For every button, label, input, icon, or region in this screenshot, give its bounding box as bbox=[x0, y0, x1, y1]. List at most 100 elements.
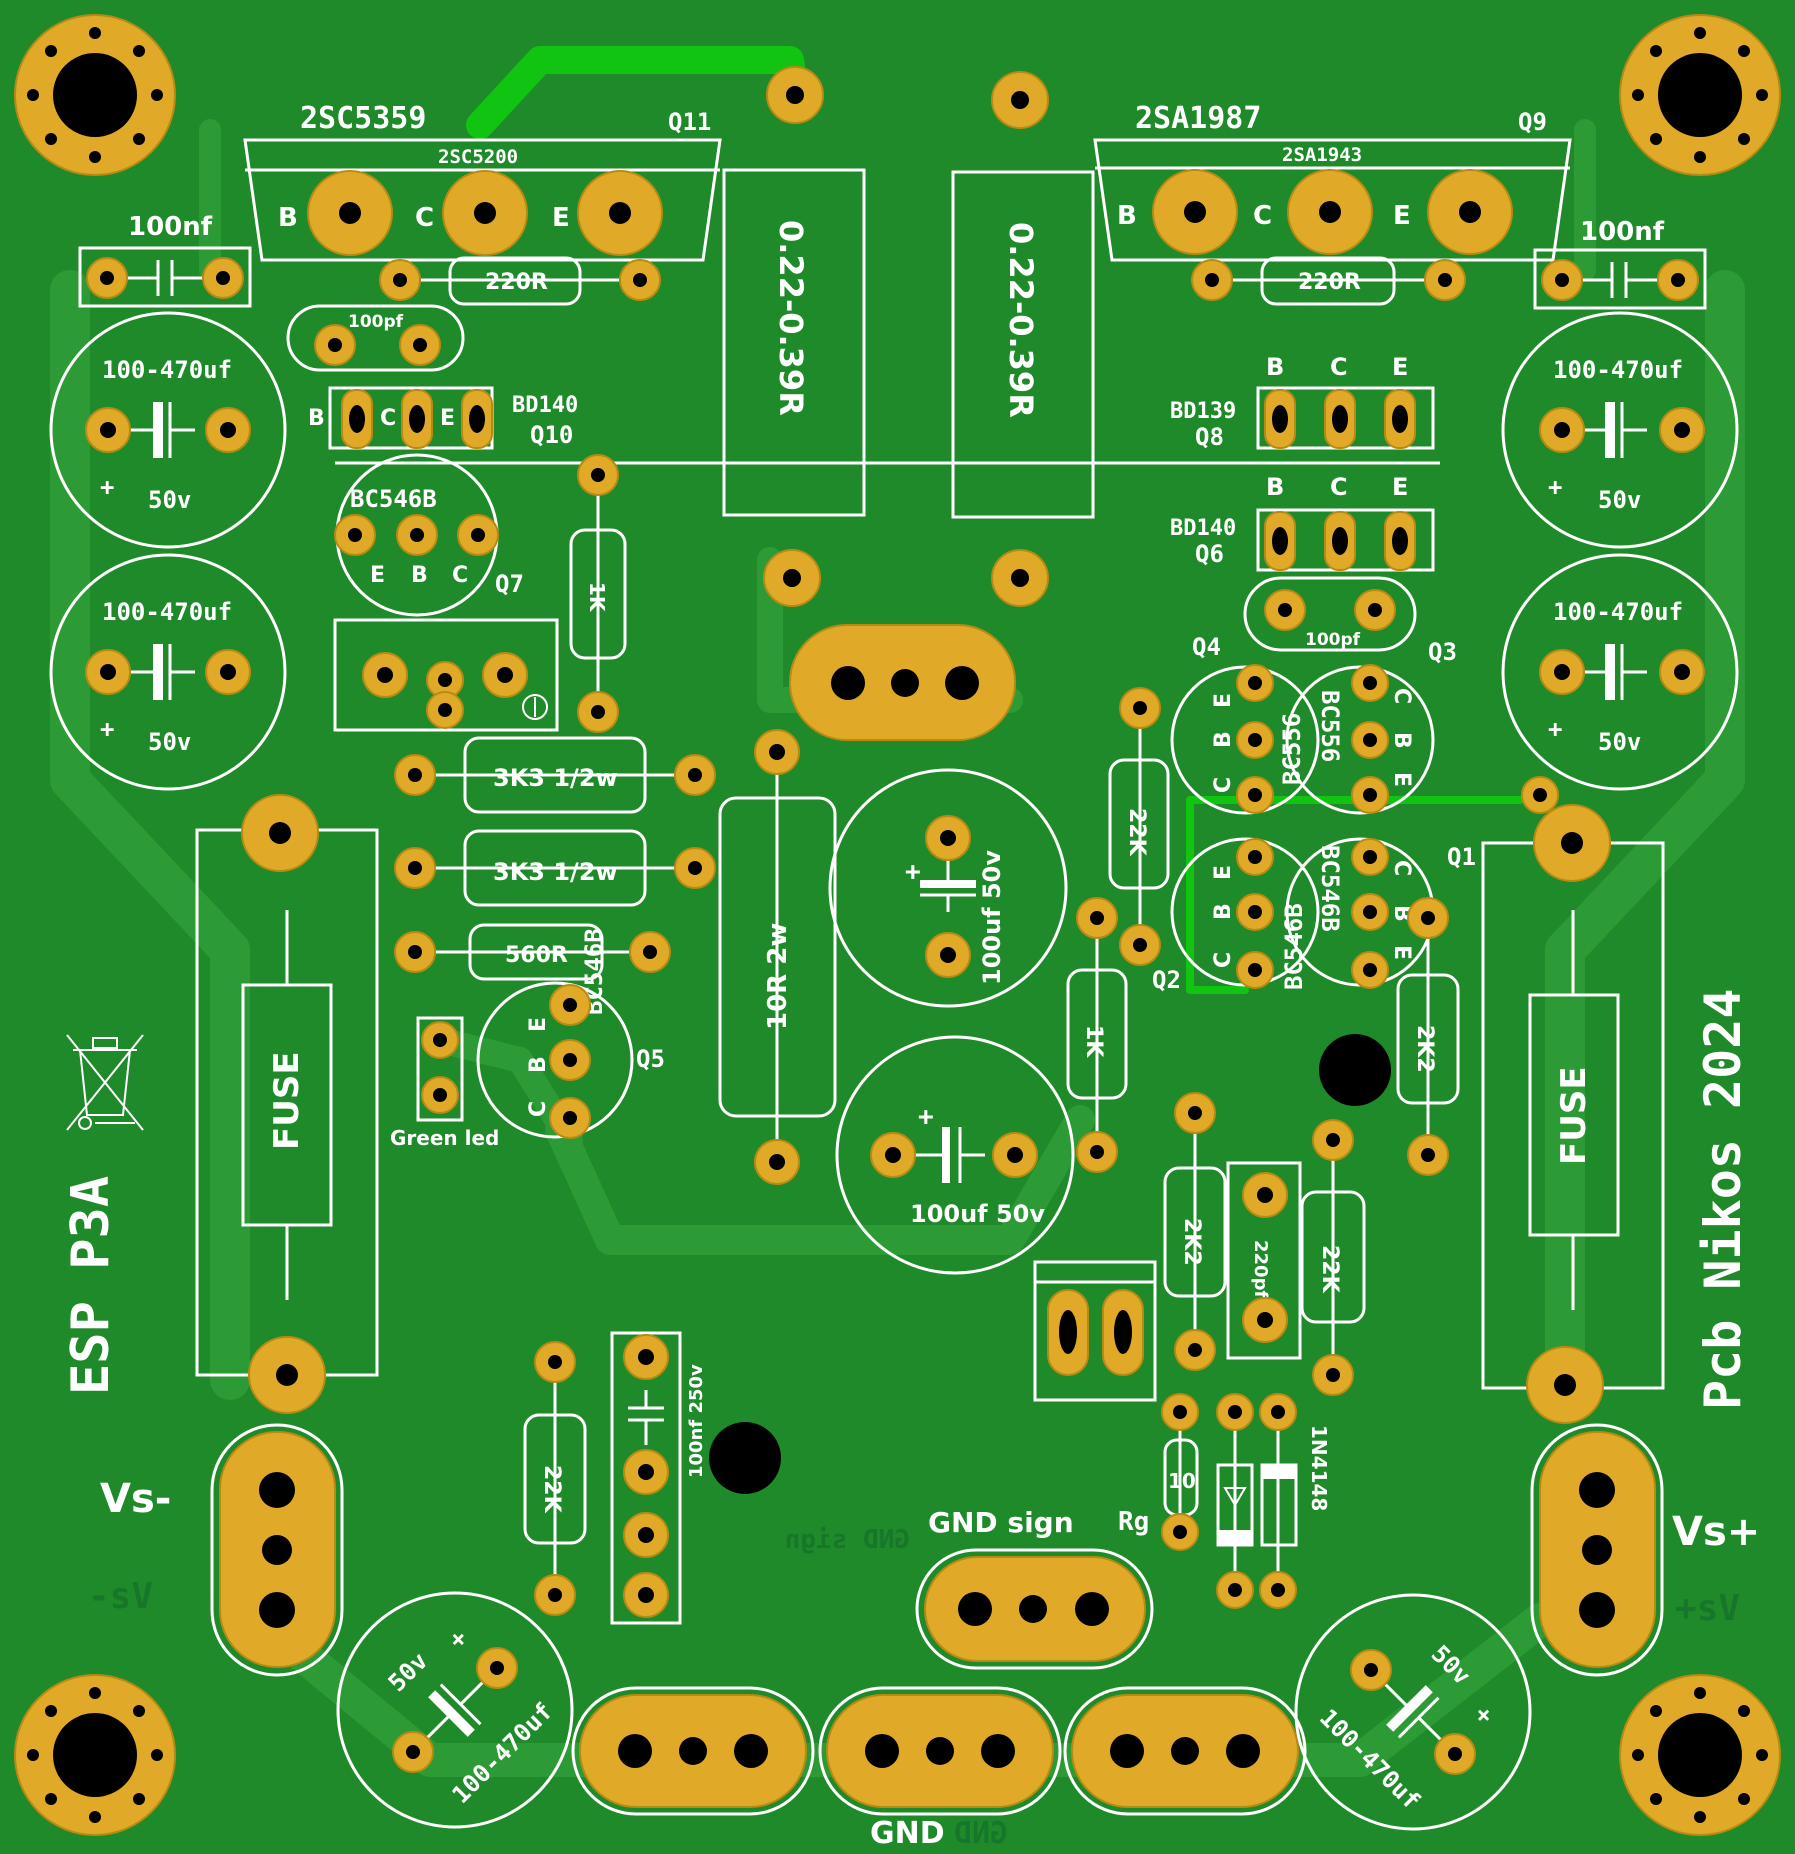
cap-100nf-left-label: 100nf bbox=[128, 212, 213, 242]
resistor-22k-bottom: 22K bbox=[523, 1341, 587, 1616]
q6-pin-e: E bbox=[1392, 473, 1408, 501]
mounting-hole-br bbox=[1619, 1674, 1781, 1836]
rg-label: Rg bbox=[1118, 1507, 1149, 1537]
q5-pin-e: E bbox=[526, 1017, 551, 1032]
resistor-022-right: 0.22-0.39R bbox=[951, 170, 1095, 519]
resistor-10r-2w: 10R 2w bbox=[718, 729, 837, 1185]
transistor-q8: B C E BD139 Q8 bbox=[1170, 353, 1435, 451]
res-2k2-middle-label: 2K2 bbox=[1179, 1218, 1204, 1266]
fuse-right: FUSE bbox=[1481, 804, 1665, 1424]
connector-input bbox=[1033, 1260, 1157, 1402]
q5-ref: Q5 bbox=[636, 1045, 665, 1073]
q4-pin-b: B bbox=[1211, 731, 1236, 748]
vs-plus-mirror-label: +sV bbox=[1675, 1588, 1740, 1629]
res-022-left-label: 0.22-0.39R bbox=[772, 220, 810, 416]
transistor-q5: BC546B E B C Q5 bbox=[476, 928, 665, 1139]
crossed-bin-icon bbox=[66, 1034, 144, 1131]
transistor-q4: Q4 BC556 E B C bbox=[1170, 633, 1320, 815]
fiducial-hole-right bbox=[1319, 1034, 1391, 1106]
q6-pin-c: C bbox=[1330, 473, 1348, 501]
q7-pin-c: C bbox=[452, 563, 468, 588]
q4-ref: Q4 bbox=[1192, 633, 1221, 661]
cap-right-2-voltage: 50v bbox=[1598, 728, 1641, 756]
led-green: Green led bbox=[390, 1016, 499, 1150]
q8-pin-b: B bbox=[1266, 353, 1284, 381]
connector-vs-plus: Vs+ +sV bbox=[1530, 1423, 1760, 1677]
capacitor-100nf-250v: 100nf 250v bbox=[610, 1331, 707, 1625]
transistor-q2: BC546B E B C bbox=[1170, 837, 1320, 990]
q3-pin-e: E bbox=[1389, 772, 1414, 787]
q7-pin-e: E bbox=[370, 563, 385, 588]
transistor-q9: 2SA1987 2SA1943 Q9 B C E bbox=[1093, 101, 1572, 262]
res-220r-left-label: 220R bbox=[485, 270, 548, 295]
capacitor-100pf-left: 100pf bbox=[286, 304, 465, 372]
resistor-2k2-middle: 2K2 bbox=[1163, 1092, 1227, 1371]
q11-alt-label: 2SC5200 bbox=[438, 146, 518, 168]
q11-part-label: 2SC5359 bbox=[300, 101, 426, 136]
connector-output-top bbox=[789, 624, 1016, 741]
fuse-left: FUSE bbox=[195, 794, 379, 1414]
q1-pin-c: C bbox=[1389, 860, 1414, 876]
cap-220pf-label: 220pf bbox=[1250, 1240, 1271, 1298]
vs-minus-label: Vs- bbox=[100, 1476, 171, 1522]
q10-part: BD140 bbox=[512, 393, 578, 418]
q3-pin-c: C bbox=[1389, 688, 1414, 704]
cap-100pf-right-label: 100pf bbox=[1305, 630, 1361, 650]
q2-pin-b: B bbox=[1211, 903, 1236, 920]
capacitor-100nf-left: 100nf bbox=[78, 212, 252, 308]
gnd-label: GND bbox=[870, 1816, 945, 1851]
res-3k3-upper-label: 3K3 1/2w bbox=[493, 764, 618, 792]
resistor-220r-right: 220R bbox=[1191, 256, 1466, 306]
cap-right-1-plus: + bbox=[1548, 473, 1562, 501]
cap-100uf-lower-label: 100uf 50v bbox=[910, 1200, 1045, 1228]
q7-part: BC546B bbox=[350, 485, 437, 513]
connector-bottom-left bbox=[571, 1686, 815, 1816]
gnd-sign-label: GND sign bbox=[928, 1506, 1074, 1539]
res-2k2-right-label: 2K2 bbox=[1412, 1025, 1437, 1073]
board-credit-pcb-nikos: Pcb Nikos 2024 bbox=[1694, 989, 1752, 1410]
capacitor-100pf-right: 100pf bbox=[1243, 576, 1417, 652]
transistor-q3: Q3 BC556 C B E bbox=[1285, 638, 1457, 815]
q9-part-label: 2SA1987 bbox=[1135, 101, 1261, 136]
cap-right-2-value: 100-470uf bbox=[1553, 598, 1683, 626]
mounting-hole-tr bbox=[1619, 14, 1781, 176]
res-3k3-lower-label: 3K3 1/2w bbox=[493, 858, 618, 886]
q3-part: BC556 bbox=[1316, 690, 1344, 762]
cap-left-2-voltage: 50v bbox=[148, 728, 191, 756]
cap-right-2-plus: + bbox=[1548, 715, 1562, 743]
connector-vs-minus: Vs- -sV bbox=[88, 1423, 344, 1677]
q10-pin-c: C bbox=[380, 406, 396, 431]
resistor-10-rg: 10 bbox=[1161, 1393, 1199, 1551]
cap-100pf-left-label: 100pf bbox=[348, 312, 404, 332]
fuse-left-label: FUSE bbox=[267, 1051, 307, 1150]
resistor-022-left: 0.22-0.39R bbox=[722, 168, 866, 517]
q8-part: BD139 bbox=[1170, 399, 1236, 424]
capacitor-100-470uf-right-2: 100-470uf 50v + bbox=[1501, 553, 1739, 791]
q3-pin-b: B bbox=[1389, 732, 1414, 749]
cap-right-1-voltage: 50v bbox=[1598, 486, 1641, 514]
transistor-q6: B C E BD140 Q6 bbox=[1170, 473, 1435, 572]
res-560r-label: 560R bbox=[505, 943, 568, 968]
resistor-560r: 560R bbox=[394, 923, 671, 981]
res-1k-lower-label: 1K bbox=[1081, 1025, 1106, 1058]
q8-pin-c: C bbox=[1330, 353, 1348, 381]
trimmer-pot bbox=[333, 618, 559, 732]
resistor-3k3-lower: 3K3 1/2w bbox=[394, 829, 716, 907]
res-22k-bottom-label: 22K bbox=[539, 1465, 564, 1514]
res-22k-upper-label: 22K bbox=[1124, 808, 1149, 857]
q9-alt-label: 2SA1943 bbox=[1282, 144, 1362, 166]
capacitor-100nf-right: 100nf bbox=[1533, 217, 1707, 310]
resistor-1k-lower: 1K bbox=[1066, 897, 1128, 1173]
q7-pin-b: B bbox=[411, 563, 428, 588]
cap-right-1-value: 100-470uf bbox=[1553, 356, 1683, 384]
q10-pin-e: E bbox=[440, 406, 455, 431]
q5-pin-c: C bbox=[526, 1101, 551, 1117]
q2-ref: Q2 bbox=[1152, 966, 1181, 994]
q7-ref: Q7 bbox=[495, 570, 524, 598]
cap-left-1-value: 100-470uf bbox=[102, 356, 232, 384]
transistor-q10: B C E BD140 Q10 bbox=[308, 386, 578, 450]
res-220r-right-label: 220R bbox=[1298, 270, 1361, 295]
led-green-label: Green led bbox=[390, 1126, 499, 1150]
mounting-hole-bl bbox=[14, 1674, 176, 1836]
